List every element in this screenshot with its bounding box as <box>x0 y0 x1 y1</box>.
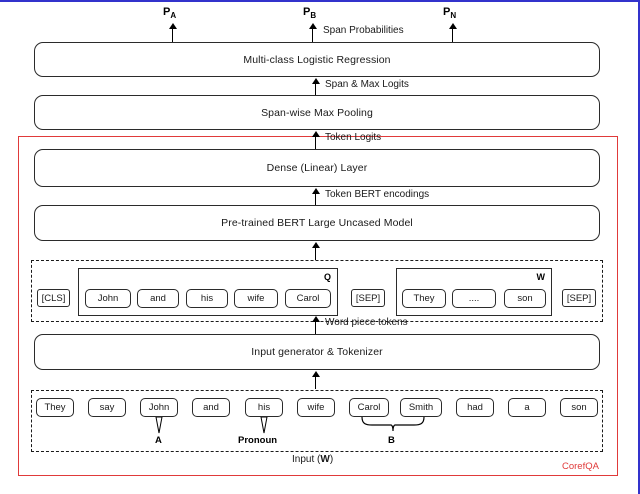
token-chip-sep-right[interactable]: [SEP] <box>562 289 596 307</box>
annotation-label-a: A <box>155 435 162 446</box>
edge-label-span-max-logits: Span & Max Logits <box>325 79 409 90</box>
token-chip-his[interactable]: his <box>186 289 228 308</box>
edge-label-token-logits: Token Logits <box>325 132 382 143</box>
token-label: .... <box>468 293 480 304</box>
stage-dense-linear-layer[interactable]: Dense (Linear) Layer <box>34 149 600 187</box>
token-chip-they-wp[interactable]: They <box>402 289 446 308</box>
stage-label: Input generator & Tokenizer <box>251 346 383 358</box>
span-tag-w: W <box>536 272 546 282</box>
token-label: [CLS] <box>41 292 66 304</box>
input-caption-var: W <box>320 454 330 465</box>
token-label: and <box>203 402 219 413</box>
token-label: say <box>99 402 115 413</box>
token-chip-cls[interactable]: [CLS] <box>37 289 70 307</box>
token-label: and <box>150 293 166 304</box>
corefqa-label: CorefQA <box>562 461 599 472</box>
token-label: [SEP] <box>566 292 592 304</box>
input-chip-they[interactable]: They <box>36 398 74 417</box>
token-label: Carol <box>357 402 381 413</box>
token-chip-and[interactable]: and <box>137 289 179 308</box>
token-label: Carol <box>296 293 320 304</box>
token-chip-son-wp[interactable]: son <box>504 289 546 308</box>
token-label: son <box>517 293 533 304</box>
token-label: John <box>148 402 170 413</box>
stage-label: Span-wise Max Pooling <box>261 106 373 119</box>
input-chip-wife[interactable]: wife <box>297 398 335 417</box>
pointer-pronoun-icon <box>257 417 271 434</box>
stage-span-wise-max-pooling[interactable]: Span-wise Max Pooling <box>34 95 600 130</box>
input-caption-prefix: Input ( <box>292 454 321 465</box>
edge-label-span-probabilities: Span Probabilities <box>323 25 404 36</box>
token-chip-ellipsis[interactable]: .... <box>452 289 496 308</box>
pointer-a-icon <box>152 417 166 434</box>
input-container <box>31 390 603 452</box>
token-label: John <box>97 293 119 304</box>
output-arrow-a <box>168 23 177 42</box>
token-label: his <box>257 402 271 413</box>
arrow-token-logits <box>311 131 320 150</box>
annotation-label-b: B <box>388 435 395 446</box>
output-arrow-b <box>308 23 317 42</box>
stage-label: Dense (Linear) Layer <box>266 162 368 174</box>
token-label: wife <box>247 293 265 304</box>
input-chip-a[interactable]: a <box>508 398 546 417</box>
token-chip-wife[interactable]: wife <box>234 289 278 308</box>
span-group-w: W <box>396 268 552 316</box>
input-caption: Input (W) <box>292 454 333 465</box>
arrow-tokens-to-bert <box>311 242 320 260</box>
arrow-token-bert-encodings <box>311 188 320 206</box>
token-label: They <box>413 293 435 304</box>
brace-b-icon <box>360 417 426 433</box>
stage-input-generator-tokenizer[interactable]: Input generator & Tokenizer <box>34 334 600 370</box>
output-label-p-a: PA <box>163 6 177 21</box>
edge-label-token-bert-encodings: Token BERT encodings <box>325 189 430 200</box>
span-tag-q: Q <box>323 272 331 282</box>
input-chip-his[interactable]: his <box>245 398 283 417</box>
token-label: a <box>524 402 530 413</box>
input-chip-say[interactable]: say <box>88 398 126 417</box>
token-label: son <box>571 402 587 413</box>
input-chip-carol[interactable]: Carol <box>349 398 389 417</box>
input-chip-smith[interactable]: Smith <box>400 398 442 417</box>
token-label: wife <box>307 402 325 413</box>
output-label-p-n: PN <box>443 6 457 21</box>
stage-multi-class-logistic-regression[interactable]: Multi-class Logistic Regression <box>34 42 600 77</box>
stage-pre-trained-bert[interactable]: Pre-trained BERT Large Uncased Model <box>34 205 600 241</box>
token-label: They <box>44 402 66 413</box>
edge-label-word-piece-tokens: Word piece tokens <box>325 317 408 328</box>
input-chip-son[interactable]: son <box>560 398 598 417</box>
annotation-label-pronoun: Pronoun <box>238 435 278 446</box>
token-chip-carol[interactable]: Carol <box>285 289 331 308</box>
arrow-input-to-tokenizer <box>311 371 320 389</box>
token-chip-sep-left[interactable]: [SEP] <box>351 289 385 307</box>
input-caption-suffix: ) <box>329 454 334 465</box>
stage-label: Pre-trained BERT Large Uncased Model <box>221 217 413 229</box>
token-label: had <box>467 402 483 413</box>
stage-label: Multi-class Logistic Regression <box>243 53 391 66</box>
token-chip-john[interactable]: John <box>85 289 131 308</box>
input-chip-had[interactable]: had <box>456 398 494 417</box>
output-arrow-n <box>448 23 457 42</box>
span-group-q: Q <box>78 268 338 316</box>
token-label: [SEP] <box>355 292 381 304</box>
arrow-span-max-logits <box>311 78 320 95</box>
token-label: Smith <box>408 402 434 413</box>
output-label-p-b: PB <box>303 6 317 21</box>
input-chip-john[interactable]: John <box>140 398 178 417</box>
input-chip-and[interactable]: and <box>192 398 230 417</box>
arrow-word-piece-tokens <box>311 316 320 335</box>
token-label: his <box>200 293 214 304</box>
